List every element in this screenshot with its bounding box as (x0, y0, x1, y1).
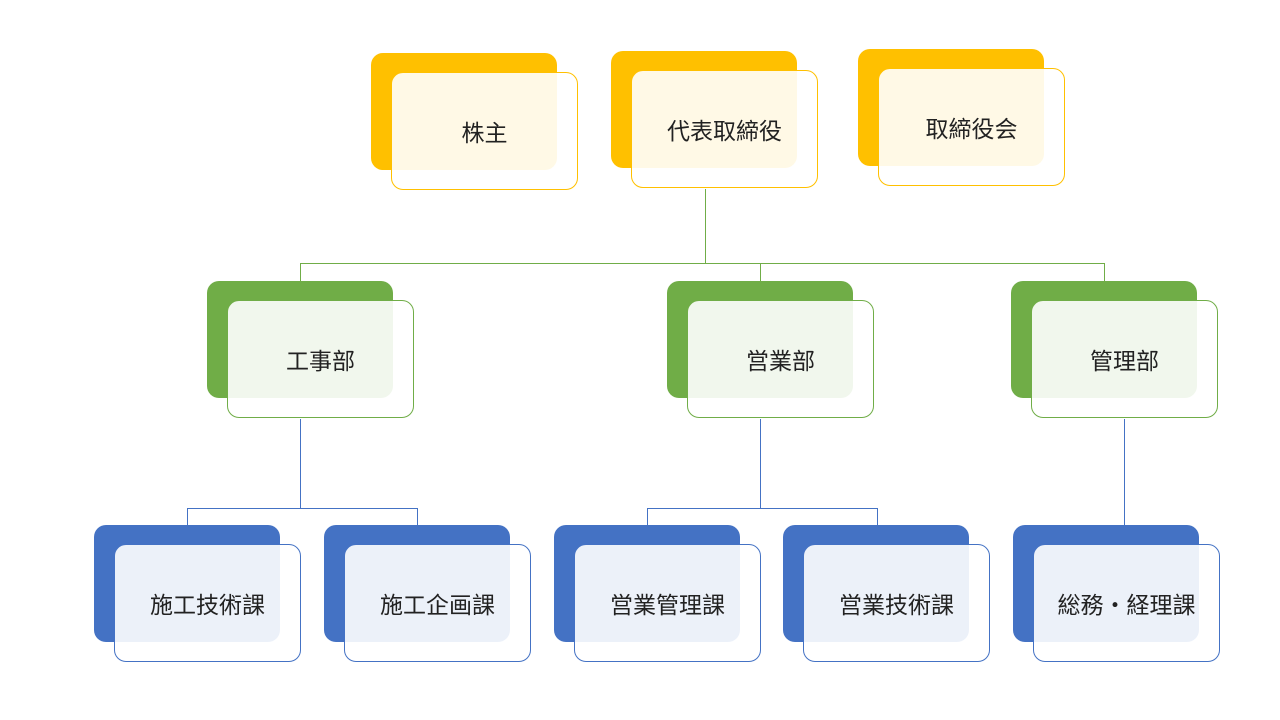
node-label: 営業部 (746, 349, 815, 375)
node-label: 総務・経理課 (1057, 593, 1196, 619)
section-node[interactable]: 営業技術課 (803, 544, 990, 662)
executive-node[interactable]: 取締役会 (878, 68, 1065, 186)
connector-line (877, 508, 878, 525)
connector-line (417, 508, 418, 525)
node-label: 管理部 (1090, 349, 1159, 375)
node-label: 取締役会 (925, 117, 1018, 143)
node-label: 代表取締役 (667, 119, 782, 145)
department-node[interactable]: 管理部 (1031, 300, 1218, 418)
connector-line (1104, 263, 1105, 281)
node-label: 施工企画課 (380, 593, 495, 619)
connector-line (705, 189, 706, 263)
connector-line (760, 419, 761, 508)
section-node[interactable]: 総務・経理課 (1033, 544, 1220, 662)
node-label: 営業管理課 (610, 593, 725, 619)
connector-line (300, 419, 301, 508)
department-node[interactable]: 営業部 (687, 300, 874, 418)
connector-line (647, 508, 648, 525)
connector-line (647, 508, 878, 509)
section-node[interactable]: 施工企画課 (344, 544, 531, 662)
connector-line (1124, 419, 1125, 525)
connector-line (300, 263, 1105, 264)
section-node[interactable]: 営業管理課 (574, 544, 761, 662)
node-label: 営業技術課 (839, 593, 954, 619)
connector-line (187, 508, 418, 509)
connector-line (760, 263, 761, 281)
connector-line (300, 263, 301, 281)
node-label: 株主 (461, 121, 508, 147)
department-node[interactable]: 工事部 (227, 300, 414, 418)
executive-node[interactable]: 株主 (391, 72, 578, 190)
node-label: 施工技術課 (150, 593, 265, 619)
section-node[interactable]: 施工技術課 (114, 544, 301, 662)
executive-node[interactable]: 代表取締役 (631, 70, 818, 188)
connector-line (187, 508, 188, 525)
node-label: 工事部 (286, 349, 355, 375)
